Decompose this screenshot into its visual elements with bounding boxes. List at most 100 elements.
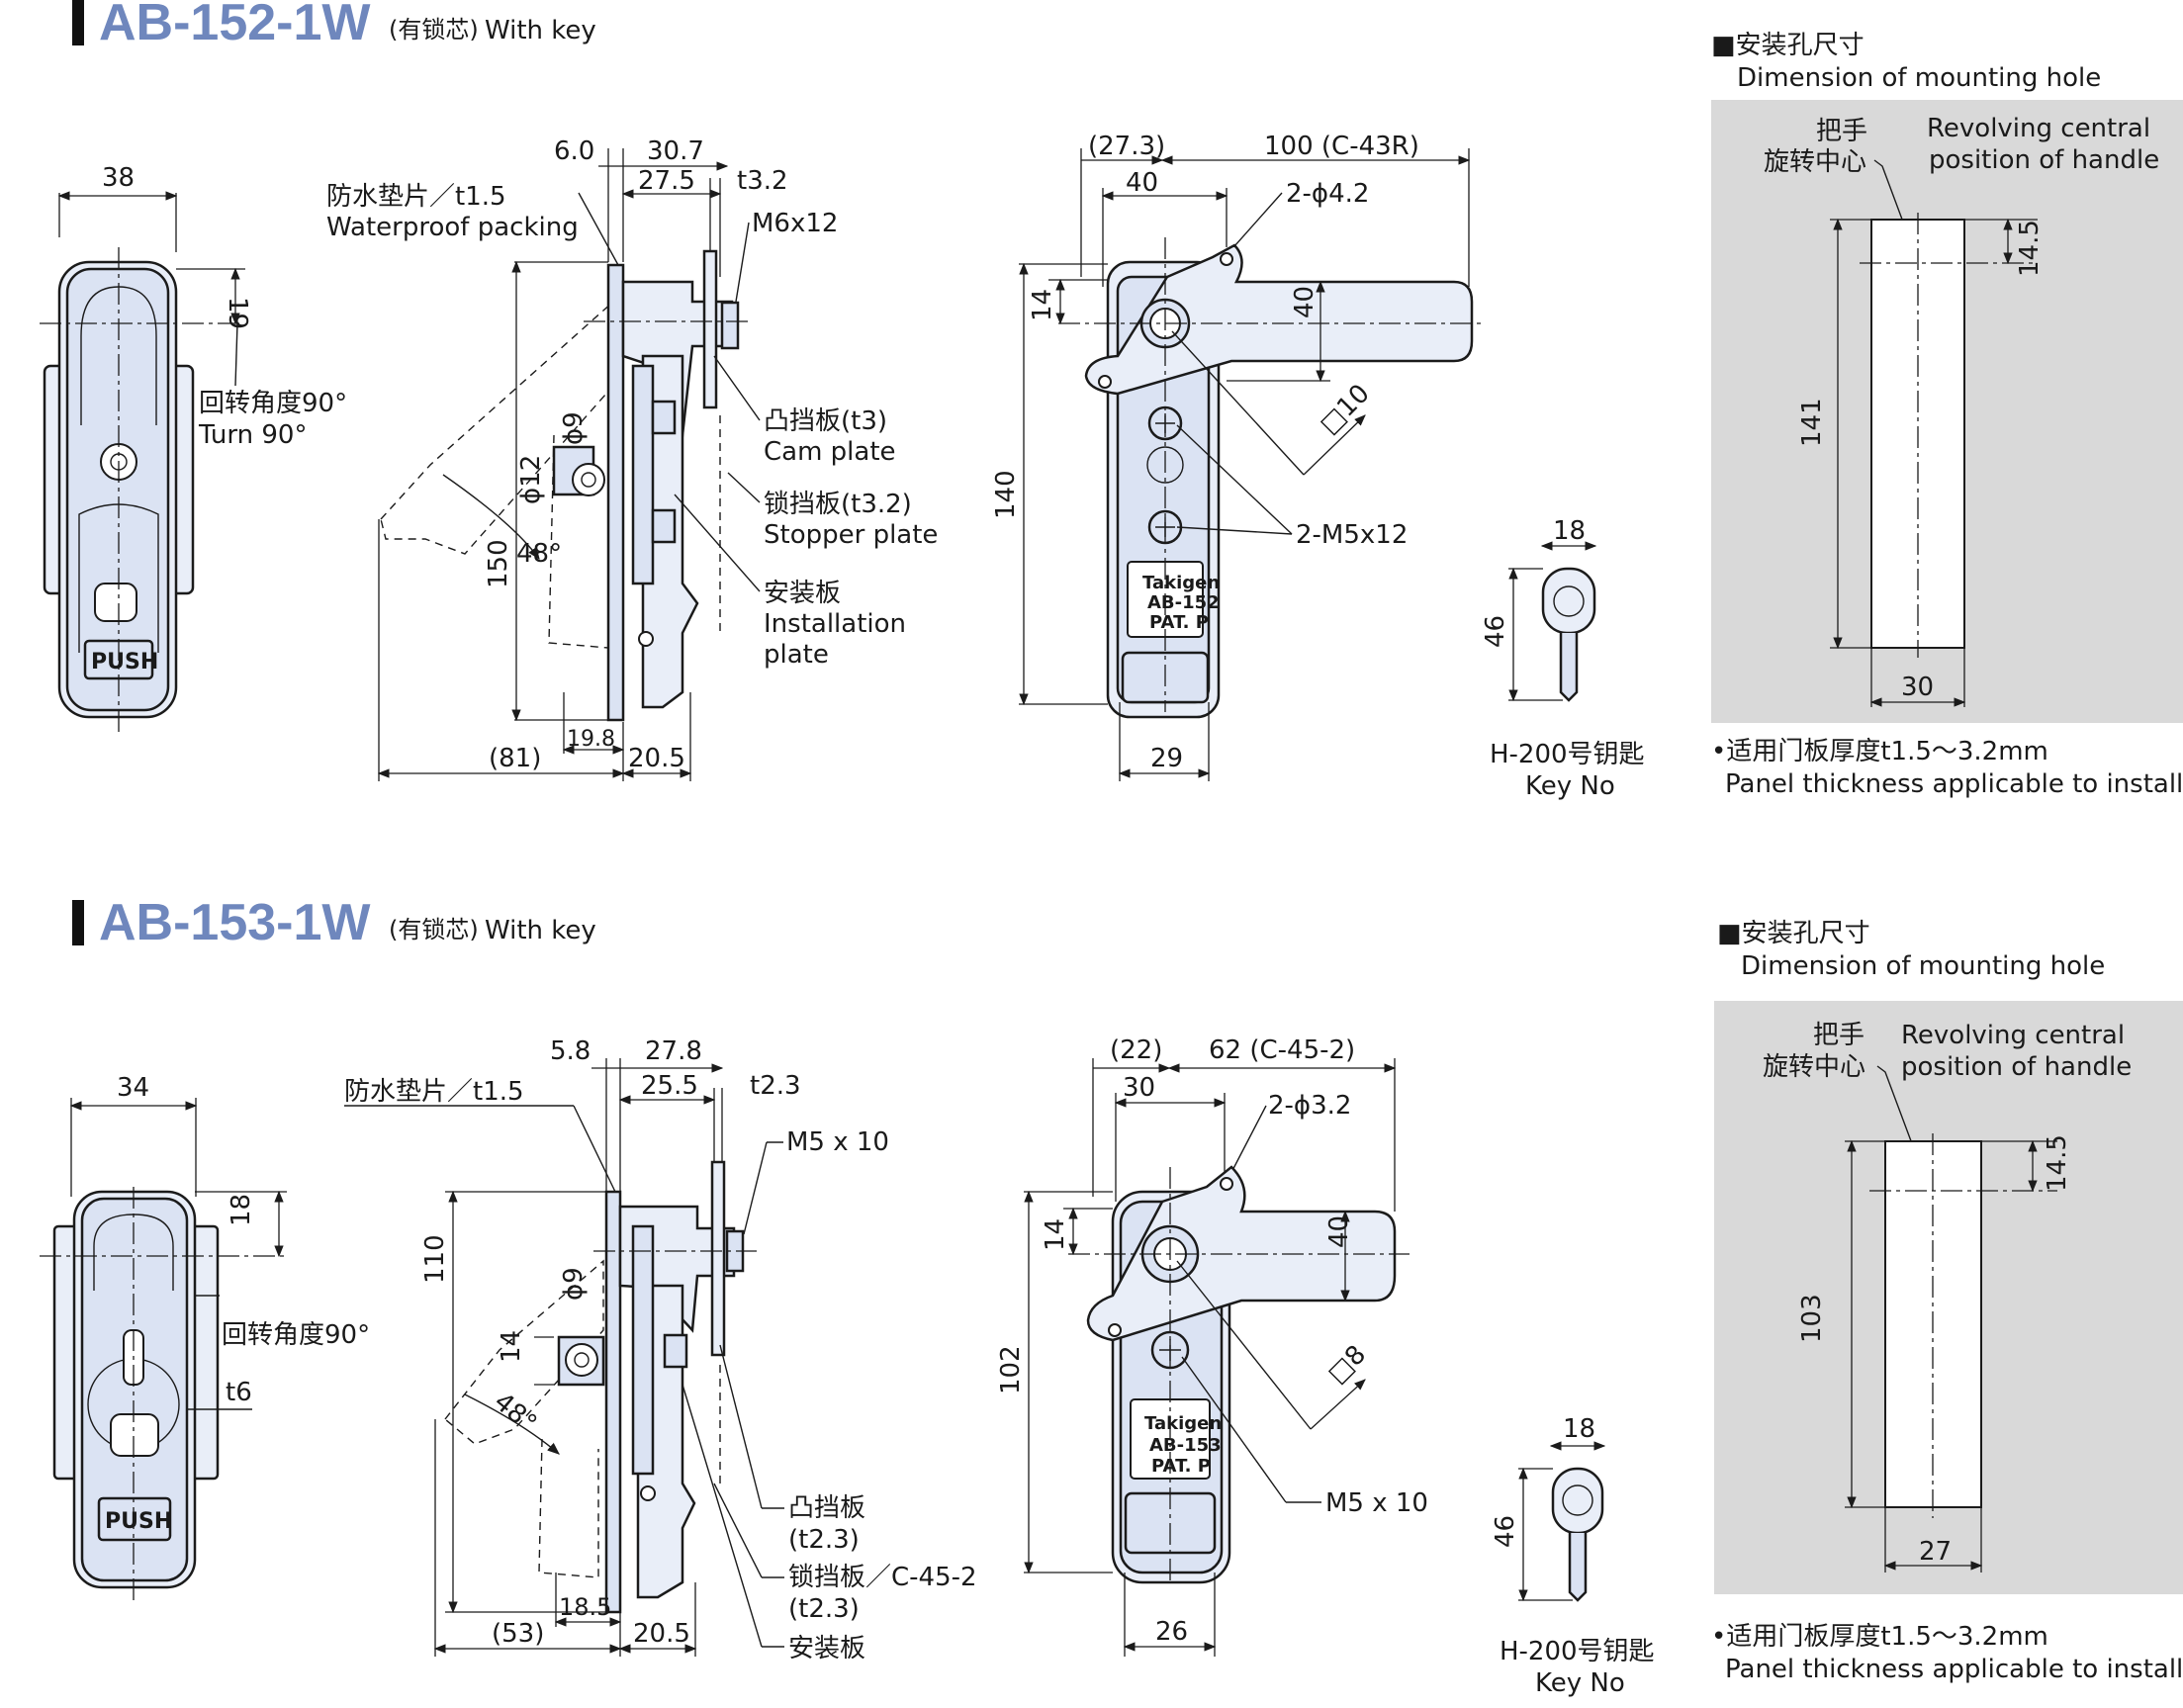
key-width: 18: [1553, 516, 1586, 546]
holes-2-phi3-2: 2-ϕ3.2: [1268, 1091, 1351, 1121]
install-plate-en1: Installation: [764, 609, 906, 639]
key-no-en-2: Key No: [1535, 1668, 1625, 1698]
dim-20-5-2: 20.5: [633, 1619, 690, 1649]
mounting-hole-panel-2: ■安装孔尺寸 Dimension of mounting hole 把手 旋转中…: [1711, 919, 2183, 1684]
hole-width-27: 27: [1919, 1537, 1952, 1567]
dim-14-side: 14: [497, 1330, 526, 1363]
back-view-2: (22) 62 (C-45-2) 30 2-ϕ3.2 Takigen AB-15…: [996, 1035, 1428, 1657]
dim-40-top: 40: [1126, 168, 1158, 198]
key-drawing: 18 46 H-200号钥匙 Key No: [1481, 516, 1645, 801]
push-button-2[interactable]: [97, 1496, 172, 1542]
dim-100: 100 (C-43R): [1264, 132, 1419, 161]
center-en2: position of handle: [1929, 145, 2159, 175]
dim-102: 102: [996, 1345, 1026, 1394]
key-width-2: 18: [1563, 1414, 1595, 1444]
key-drawing-2: 18 46 H-200号钥匙 Key No: [1491, 1414, 1655, 1698]
dim-29: 29: [1150, 744, 1183, 773]
note-cn: •适用门板厚度t1.5～3.2mm: [1711, 737, 2048, 766]
dim-30-7: 30.7: [647, 136, 704, 166]
center-en1: Revolving central: [1927, 114, 2150, 143]
cam-plate-cn-2: 凸挡板: [788, 1493, 865, 1523]
note-en-2: Panel thickness applicable to install: [1725, 1655, 2183, 1684]
label-model: AB-152: [1147, 592, 1220, 613]
dim-53: (53): [492, 1619, 544, 1649]
center-cn2: 旋转中心: [1764, 147, 1866, 177]
dim-top-offset-2: 18: [227, 1194, 256, 1226]
model-note: (有锁芯): [389, 16, 479, 44]
key-head-2: [1551, 1467, 1604, 1535]
t6-label: t6: [226, 1378, 252, 1407]
model-title-2: AB-153-1W: [99, 894, 371, 951]
square-10: □10: [1315, 379, 1376, 440]
dim-81: (81): [489, 744, 541, 773]
title-bar-marker: [72, 0, 84, 45]
section-ab153: AB-153-1W (有锁芯) With key 34 PUSH 18 回转角度…: [40, 894, 2183, 1698]
label-brand-2: Takigen: [1144, 1413, 1222, 1434]
packing-cn-2: 防水垫片／t1.5: [344, 1077, 524, 1107]
packing-en: Waterproof packing: [326, 213, 579, 242]
mount-title-en: Dimension of mounting hole: [1737, 63, 2101, 93]
dim-width: 38: [102, 163, 135, 193]
side-view-2: 5.8 27.8 25.5 t2.3 防水垫片／t1.5 48°: [344, 1036, 977, 1663]
cam-plate-t-2: (t2.3): [788, 1525, 860, 1555]
dim-height-110: 110: [420, 1234, 450, 1284]
angle-48-2: 48°: [489, 1387, 543, 1439]
key-head: [1541, 567, 1596, 635]
stopper-plate-t-2: (t2.3): [788, 1594, 860, 1624]
offset-14-5-2: 14.5: [2043, 1134, 2072, 1192]
front-view-2: 34 PUSH 18 回转角度90° t6: [40, 1073, 370, 1602]
install-plate-cn: 安装板: [764, 579, 841, 608]
dim-27-5: 27.5: [638, 166, 695, 196]
back-cam-lever: [1084, 243, 1474, 396]
cam-plate-cn: 凸挡板(t3): [764, 406, 887, 436]
screw-m5-2: M5 x 10: [786, 1127, 889, 1157]
mount-title-cn-2: ■安装孔尺寸: [1717, 919, 1870, 948]
note-cn-2: •适用门板厚度t1.5～3.2mm: [1711, 1622, 2048, 1652]
with-key-label: With key: [485, 16, 596, 45]
key-no-cn: H-200号钥匙: [1490, 740, 1645, 769]
title-bar-marker-2: [72, 900, 84, 945]
stopper-plate-cn: 锁挡板(t3.2): [764, 490, 912, 519]
mounting-hole-panel: ■安装孔尺寸 Dimension of mounting hole 把手 旋转中…: [1711, 31, 2183, 799]
label-model-2: AB-153: [1149, 1435, 1222, 1456]
center-en1-2: Revolving central: [1901, 1021, 2125, 1050]
key-cylinder-2: [110, 1413, 159, 1457]
dim-18-5: 18.5: [559, 1593, 611, 1621]
key-no-en: Key No: [1525, 771, 1615, 801]
dim-62: 62 (C-45-2): [1209, 1035, 1355, 1065]
holes-2-phi4-2: 2-ϕ4.2: [1286, 179, 1369, 209]
dim-27-3: (27.3): [1088, 132, 1165, 161]
key-no-cn-2: H-200号钥匙: [1500, 1637, 1655, 1666]
screw-m6: M6x12: [752, 209, 838, 238]
dim-width-2: 34: [117, 1073, 149, 1103]
screws-2-m5x12: 2-M5x12: [1296, 520, 1408, 550]
hole-height-103: 103: [1797, 1294, 1827, 1343]
angle-48: 48°: [516, 539, 562, 569]
install-plate-en2: plate: [764, 640, 829, 670]
key-cylinder: [94, 583, 137, 622]
dim-30-top: 30: [1123, 1073, 1155, 1103]
note-en: Panel thickness applicable to install: [1725, 769, 2183, 799]
dim-40-vertical: 40: [1290, 286, 1319, 318]
dim-t2-3: t2.3: [750, 1071, 801, 1101]
dim-14: 14: [1028, 289, 1057, 321]
stopper-plate-en: Stopper plate: [764, 520, 938, 550]
install-plate-cn-2: 安装板: [788, 1634, 865, 1663]
dim-14-back: 14: [1041, 1218, 1070, 1251]
panel-packing: [606, 263, 625, 722]
dim-phi9: ϕ9: [559, 411, 589, 445]
with-key-label-2: With key: [485, 916, 596, 945]
mount-title-cn: ■安装孔尺寸: [1711, 31, 1865, 60]
dim-6: 6.0: [554, 136, 594, 166]
dim-22: (22): [1110, 1035, 1162, 1065]
key-height: 46: [1481, 615, 1510, 648]
model-title: AB-152-1W: [99, 0, 371, 51]
back-view: (27.3) 100 (C-43R) 40 2-ϕ4.2: [991, 132, 1484, 781]
panel-packing-2: [604, 1190, 622, 1614]
dim-height-150: 150: [484, 539, 513, 588]
center-en2-2: position of handle: [1901, 1052, 2132, 1082]
push-label-2: PUSH: [105, 1509, 172, 1534]
cam-plate-2: [710, 1160, 726, 1357]
section-ab152: AB-152-1W (有锁芯) With key 38 PUSH 19 回转: [40, 0, 2183, 801]
